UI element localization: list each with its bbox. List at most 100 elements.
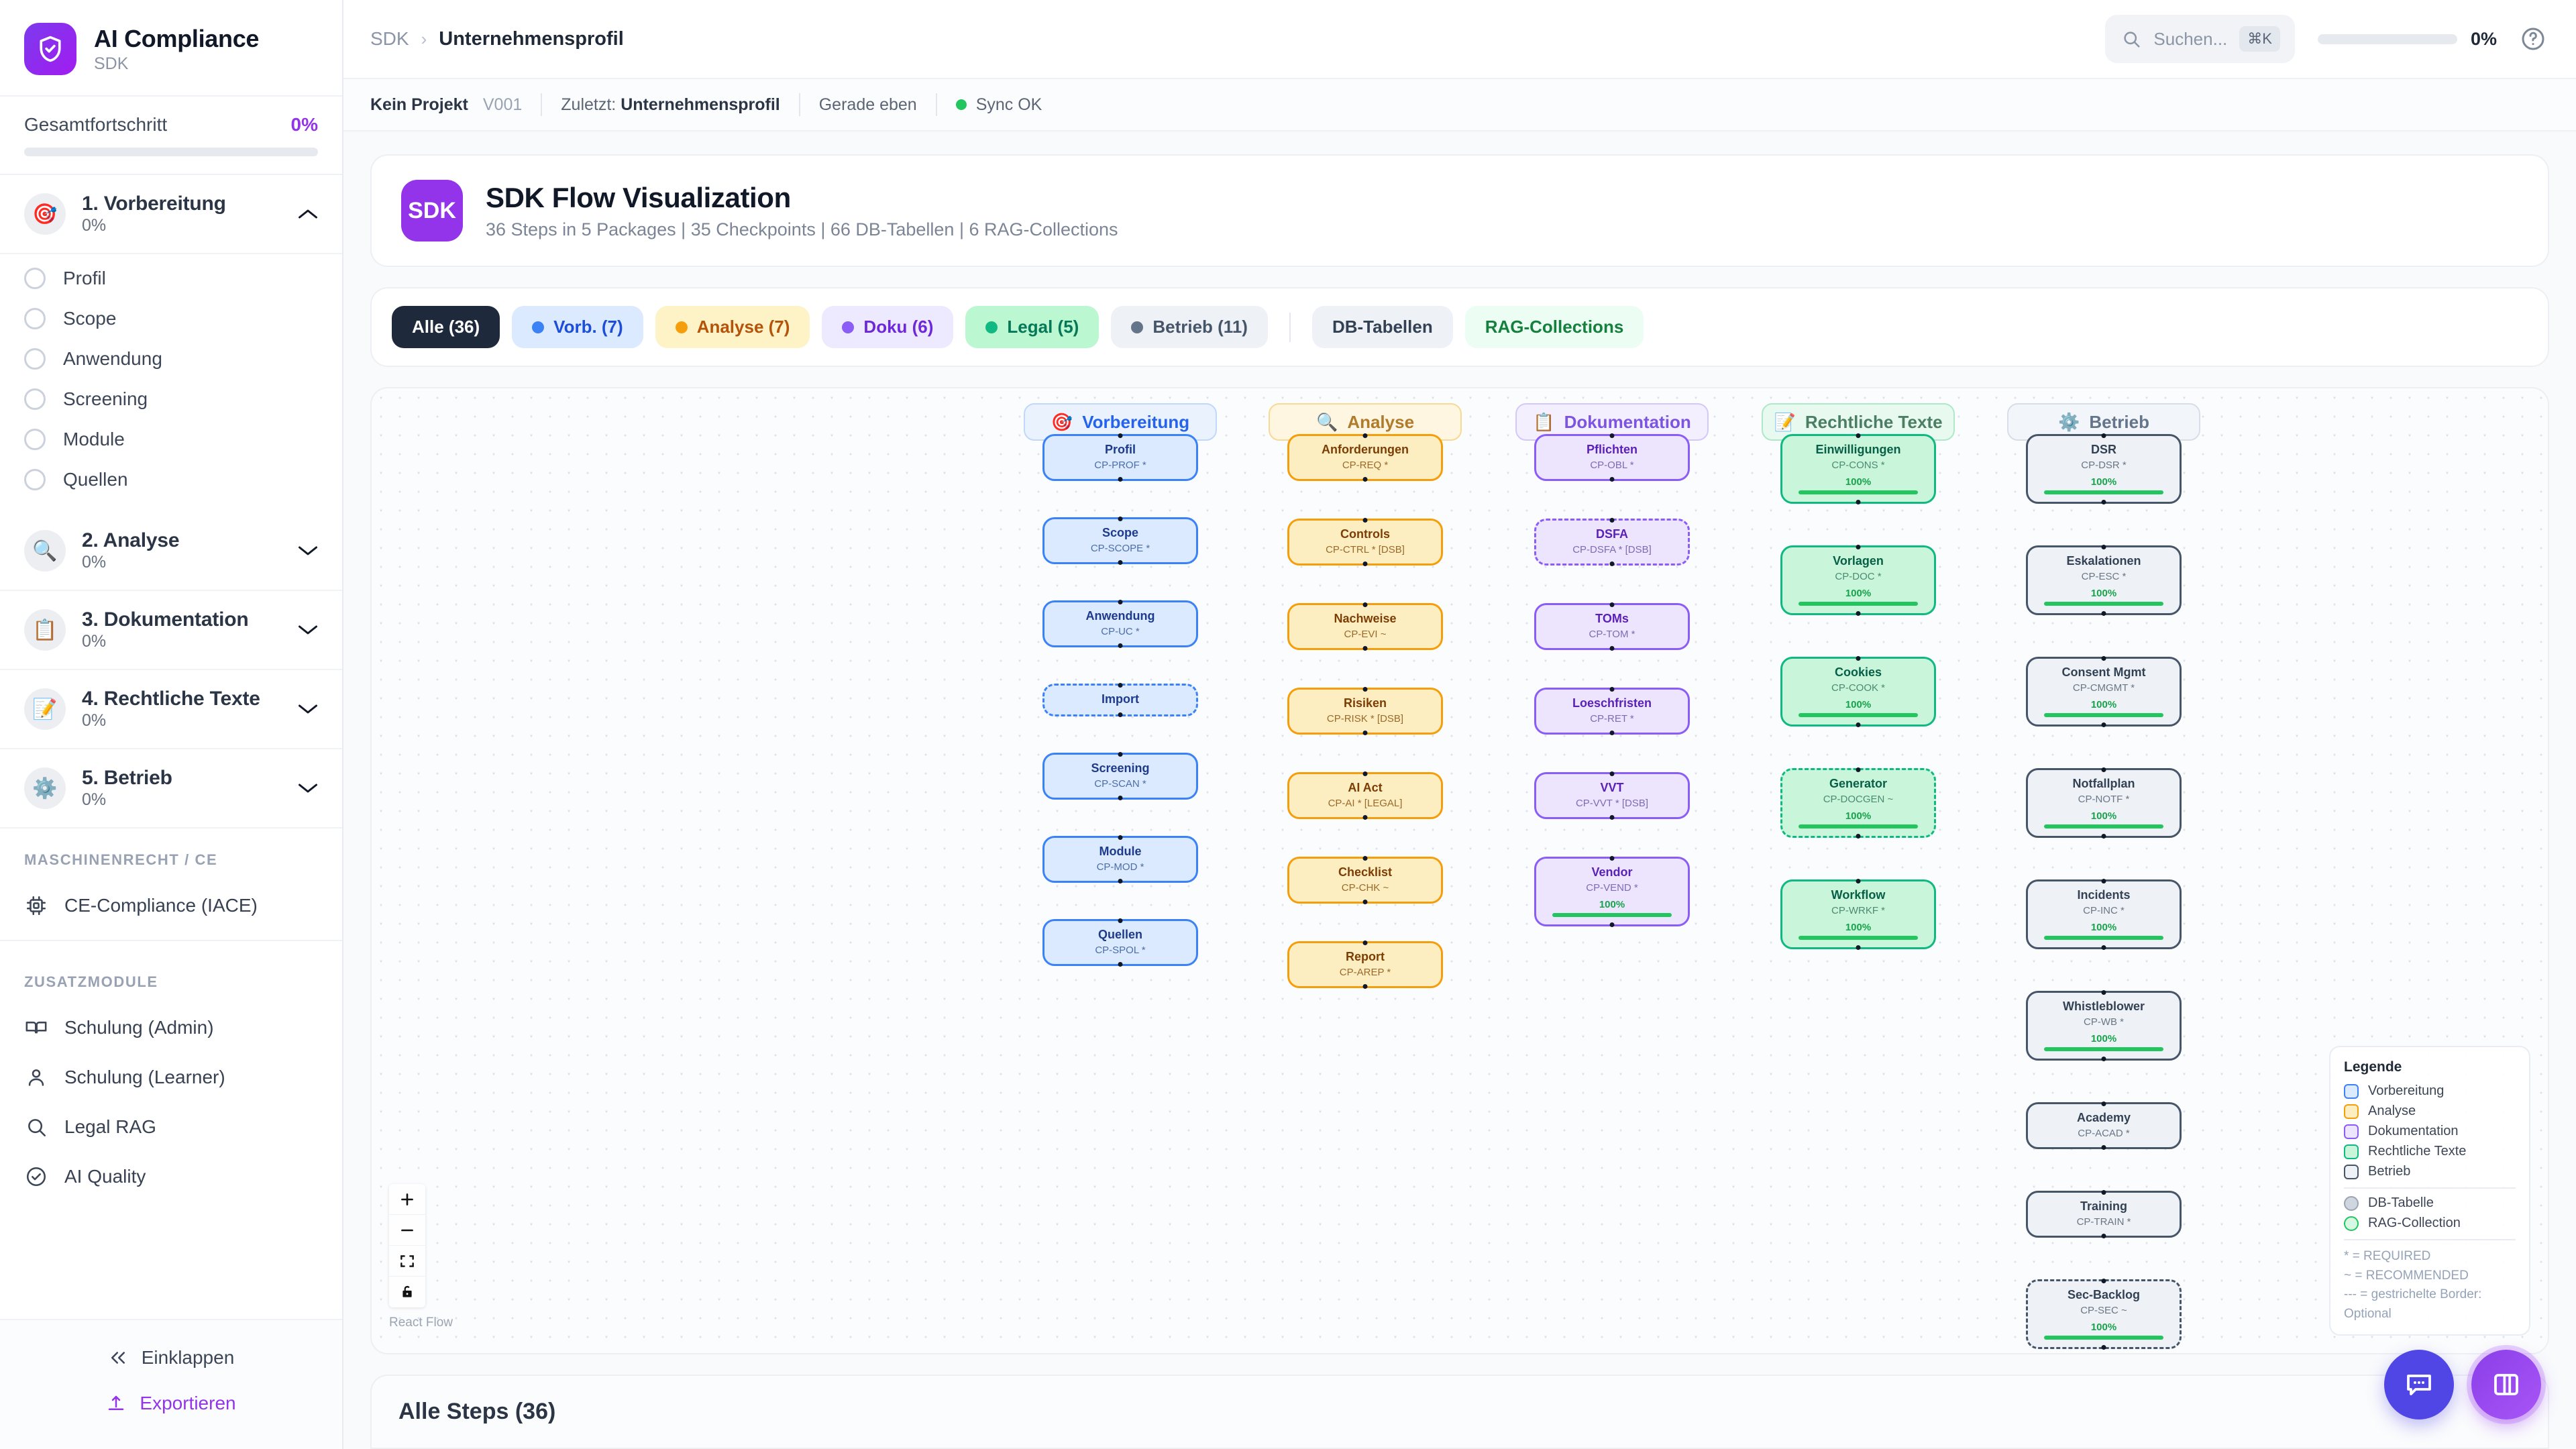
sidebar-step-scope[interactable]: Scope — [0, 299, 342, 339]
zoom-in-button[interactable] — [389, 1184, 425, 1215]
filter-chip-db[interactable]: DB-Tabellen — [1311, 306, 1453, 348]
node-port-bottom — [1856, 722, 1861, 727]
lane-emoji-icon: 🔍 — [1316, 411, 1338, 432]
brand-block[interactable]: AI Compliance SDK — [0, 0, 342, 97]
node-code: CP-VEND * — [1586, 881, 1638, 894]
step-status-radio[interactable] — [24, 429, 46, 450]
step-status-radio[interactable] — [24, 308, 46, 329]
lock-toggle-button[interactable] — [389, 1277, 425, 1307]
step-status-radio[interactable] — [24, 388, 46, 410]
node-progress-bar — [2044, 712, 2163, 717]
step-status-radio[interactable] — [24, 348, 46, 370]
filter-chip-rag[interactable]: RAG-Collections — [1464, 306, 1644, 348]
chevron-down-icon — [299, 704, 317, 714]
node-port-bottom — [1118, 878, 1123, 883]
sidebar-step-anwendung[interactable]: Anwendung — [0, 339, 342, 379]
panel-fab-button[interactable] — [2467, 1345, 2546, 1424]
node-progress-value: 100% — [1845, 921, 1872, 933]
step-label: Scope — [63, 308, 117, 329]
sidebar-item-ce-compliance[interactable]: CE-Compliance (IACE) — [0, 881, 342, 930]
node-code: CP-SCAN * — [1094, 777, 1146, 790]
breadcrumb-root[interactable]: SDK — [370, 28, 409, 49]
node-code: CP-VVT * [DSB] — [1575, 797, 1649, 809]
sidebar-item-legal-rag[interactable]: Legal RAG — [0, 1102, 342, 1152]
zoom-out-button[interactable] — [389, 1215, 425, 1246]
help-circle-icon[interactable] — [2520, 25, 2546, 52]
content: SDK SDK Flow Visualization 36 Steps in 5… — [343, 131, 2576, 1449]
sidebar-step-profil[interactable]: Profil — [0, 258, 342, 299]
page-header-card: SDK SDK Flow Visualization 36 Steps in 5… — [370, 154, 2549, 267]
flow-canvas[interactable]: 🎯Vorbereitung🔍Analyse📋Dokumentation📝Rech… — [370, 387, 2549, 1354]
filter-chip-doku[interactable]: Doku (6) — [822, 306, 954, 348]
node-title: Controls — [1340, 527, 1390, 541]
sidebar-step-screening[interactable]: Screening — [0, 379, 342, 419]
sync-status: Sync OK — [955, 95, 1042, 115]
step-status-radio[interactable] — [24, 268, 46, 289]
export-button[interactable]: Exportieren — [0, 1381, 342, 1426]
fit-view-button[interactable] — [389, 1246, 425, 1277]
app-subtitle: SDK — [94, 54, 129, 73]
sidebar-step-quellen[interactable]: Quellen — [0, 460, 342, 500]
last-edited-time: Gerade eben — [818, 95, 917, 114]
node-code: CP-UC * — [1101, 625, 1140, 637]
metabar-divider — [798, 93, 800, 116]
filter-chip-vorb[interactable]: Vorb. (7) — [512, 306, 643, 348]
chat-fab-button[interactable] — [2384, 1350, 2454, 1419]
collapse-sidebar-button[interactable]: Einklappen — [0, 1335, 342, 1381]
filter-chip-betrieb[interactable]: Betrieb (11) — [1111, 306, 1268, 348]
filter-chip-legal[interactable]: Legal (5) — [965, 306, 1099, 348]
filter-chip-all[interactable]: Alle (36) — [392, 306, 500, 348]
phase-emoji-icon: ⚙️ — [24, 767, 66, 809]
filter-chip-ana[interactable]: Analyse (7) — [655, 306, 810, 348]
sidebar-item-ai-quality[interactable]: AI Quality — [0, 1152, 342, 1201]
flow-node-import[interactable]: Import — [1042, 683, 1198, 717]
step-status-radio[interactable] — [24, 469, 46, 490]
search-input[interactable]: Suchen... ⌘K — [2105, 15, 2295, 63]
sidebar-item-schulung-admin[interactable]: Schulung (Admin) — [0, 1003, 342, 1053]
node-port-bottom — [2101, 1144, 2106, 1150]
sidebar-step-module[interactable]: Module — [0, 419, 342, 460]
sidebar-item-schulung-learner[interactable]: Schulung (Learner) — [0, 1053, 342, 1102]
chip-color-dot-icon — [1131, 321, 1144, 333]
node-progress-value: 100% — [1845, 810, 1872, 822]
